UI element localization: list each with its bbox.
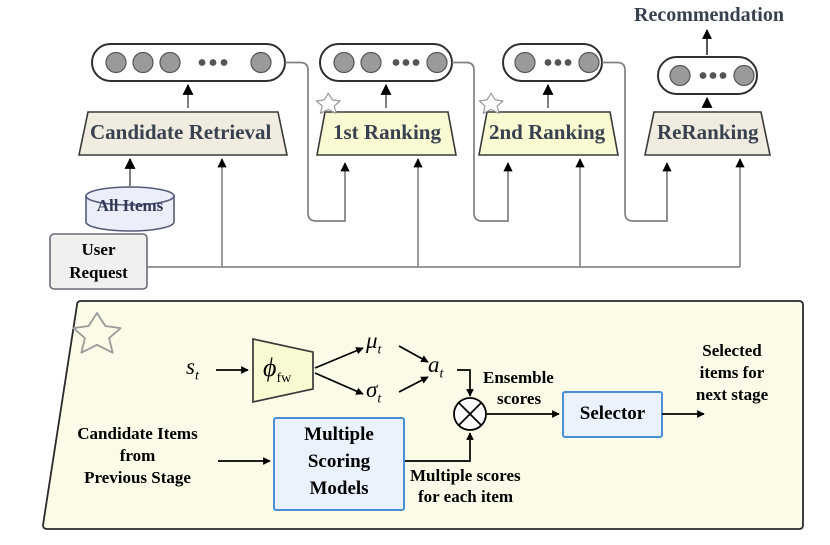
detail-panel — [42, 300, 804, 530]
item-dot — [250, 51, 272, 74]
user-request-box — [49, 233, 148, 290]
ellipsis-dot — [392, 59, 400, 66]
ellipsis-dot — [564, 59, 572, 66]
stage-candidate-retrieval[interactable] — [78, 111, 288, 156]
ellipsis-dot — [719, 72, 727, 79]
star-icon — [478, 92, 504, 114]
connector-retrieval-to-first-ranking — [285, 61, 350, 222]
multiply-cross — [458, 402, 482, 426]
connector-action-to-multiply — [457, 369, 474, 397]
item-dot — [578, 51, 600, 74]
item-dot — [733, 64, 755, 87]
ellipsis-dot — [402, 59, 410, 66]
arrow-encoder-to-mu — [314, 347, 364, 369]
stage-reranking[interactable] — [644, 111, 771, 156]
ellipsis-dot — [412, 59, 420, 66]
ellipsis-dot — [699, 72, 707, 79]
ellipsis-dot — [709, 72, 717, 79]
ellipsis-dot — [198, 59, 206, 66]
connector-second-ranking-to-reranking — [602, 61, 672, 222]
item-dot — [105, 51, 127, 74]
arrow-sigma-to-action — [398, 376, 429, 393]
item-dot — [514, 51, 536, 74]
ellipsis-dot — [220, 59, 228, 66]
selector-box[interactable] — [562, 391, 663, 438]
all-items-cylinder — [85, 186, 175, 232]
ellipsis-dot — [209, 59, 217, 66]
arrow-encoder-to-sigma — [314, 372, 364, 395]
star-icon — [72, 312, 122, 354]
stage-second-ranking[interactable] — [478, 111, 619, 156]
item-dot — [333, 51, 355, 74]
ellipsis-dot — [544, 59, 552, 66]
connector-scores-to-multiply — [404, 432, 474, 462]
item-dot — [159, 51, 181, 74]
item-dot — [669, 64, 691, 87]
item-dot — [426, 51, 448, 74]
star-icon — [315, 92, 341, 114]
arrow-mu-to-action — [398, 345, 429, 363]
item-dot — [132, 51, 154, 74]
item-dot — [360, 51, 382, 74]
encoder-trapezoid[interactable] — [252, 337, 314, 404]
ellipsis-dot — [554, 59, 562, 66]
connector-first-to-second-ranking — [452, 61, 513, 222]
stage-first-ranking[interactable] — [316, 111, 457, 156]
scoring-models-box[interactable] — [273, 417, 405, 511]
